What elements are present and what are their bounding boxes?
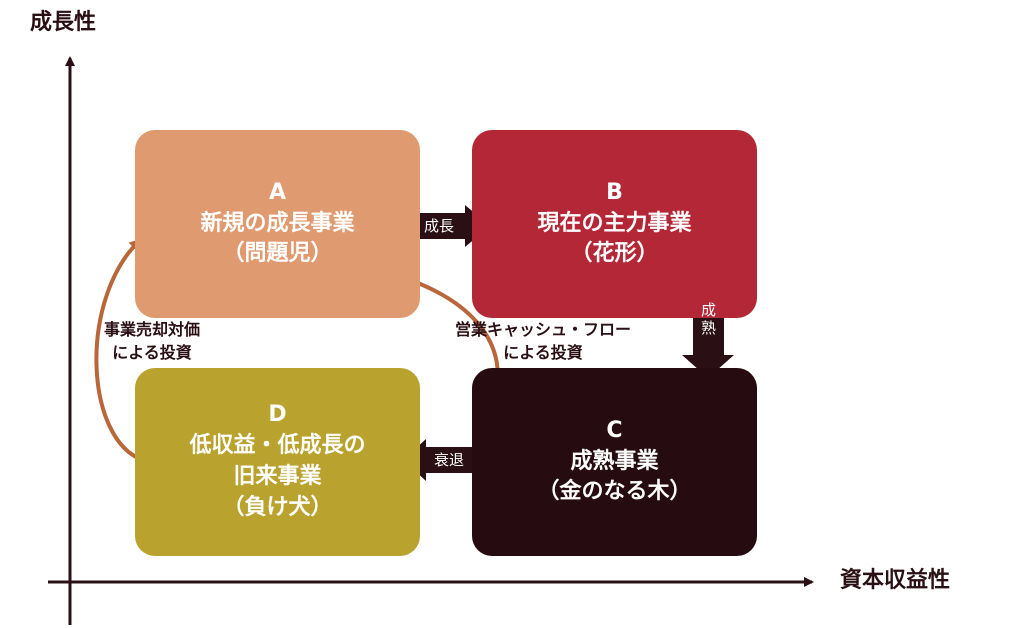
quadrant-d-title-line2: 旧来事業 [233, 464, 322, 489]
divestment-note-line2: による投資 [112, 343, 192, 363]
quadrant-b-letter: B [606, 179, 623, 205]
quadrant-a-title: 新規の成長事業 [200, 210, 355, 236]
divestment-investment-curve [94, 238, 144, 462]
decline-arrow-label: 衰退 [434, 451, 465, 469]
growth-arrow [410, 205, 490, 247]
decline-arrow [403, 439, 484, 481]
y-axis-label: 成長性 [30, 10, 97, 35]
quadrant-c-letter: C [606, 417, 623, 443]
quadrant-b-title: 現在の主力事業 [537, 210, 692, 236]
quadrant-a-subtitle: （問題児） [222, 241, 333, 267]
x-axis-label: 資本収益性 [840, 568, 951, 593]
quadrant-a-letter: A [268, 179, 287, 205]
maturity-arrow-label: 成熟 [701, 301, 717, 337]
quadrant-c-subtitle: （金のなる木） [537, 479, 692, 505]
quadrant-d-legacy-business: D 低収益・低成長の 旧来事業 （負け犬） [135, 368, 420, 556]
quadrant-c-mature-business: C 成熟事業 （金のなる木） [472, 368, 757, 556]
cashflow-investment-note: 営業キャッシュ・フロー による投資 [455, 318, 631, 364]
divestment-note-line1: 事業売却対価 [104, 320, 201, 339]
cashflow-note-line2: による投資 [503, 343, 583, 363]
quadrant-c-title: 成熟事業 [570, 448, 659, 474]
quadrant-b-core-business: B 現在の主力事業 （花形） [472, 130, 757, 318]
growth-arrow-label: 成長 [424, 217, 455, 235]
quadrant-d-title-line1: 低収益・低成長の [189, 433, 366, 459]
quadrant-d-subtitle: （負け犬） [222, 494, 333, 520]
cashflow-note-line1: 営業キャッシュ・フロー [455, 320, 632, 339]
quadrant-b-subtitle: （花形） [570, 241, 659, 267]
quadrant-d-letter: D [268, 402, 287, 428]
quadrant-a-new-growth: A 新規の成長事業 （問題児） [135, 130, 420, 318]
divestment-investment-note: 事業売却対価 による投資 [104, 318, 200, 364]
